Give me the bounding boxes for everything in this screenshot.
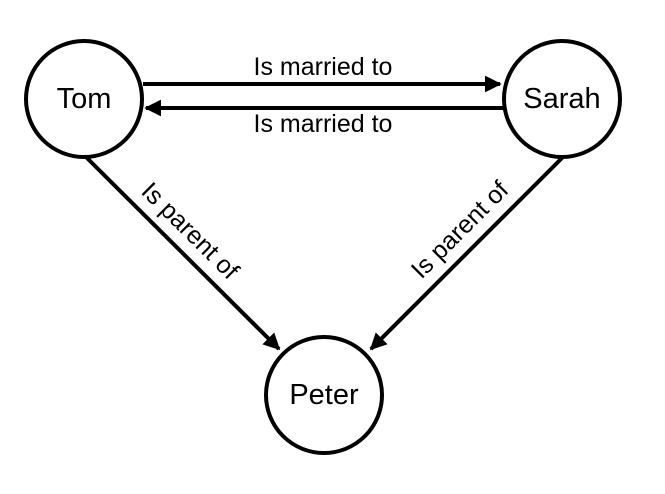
edge-sarah-to-peter: Is parent of: [369, 155, 565, 351]
edge-sarah-to-tom: Is married to: [144, 99, 503, 138]
edge-tom-to-sarah: Is married to: [143, 53, 502, 93]
node-sarah-circle: [502, 39, 622, 159]
node-tom-circle: [24, 39, 144, 159]
node-tom: Tom: [24, 39, 144, 159]
edge-label-tom-to-sarah: Is married to: [254, 53, 393, 81]
node-tom-label: Tom: [57, 83, 112, 115]
node-peter-label: Peter: [289, 379, 359, 411]
edge-label-sarah-to-peter: Is parent of: [406, 176, 514, 284]
node-peter-circle: [264, 335, 384, 455]
edge-label-tom-to-peter: Is parent of: [136, 177, 245, 285]
node-sarah: Sarah: [502, 39, 622, 159]
node-peter: Peter: [264, 335, 384, 455]
edge-tom-to-peter: Is parent of: [84, 155, 281, 351]
edge-label-sarah-to-tom: Is married to: [254, 110, 393, 138]
node-sarah-label: Sarah: [523, 83, 600, 115]
